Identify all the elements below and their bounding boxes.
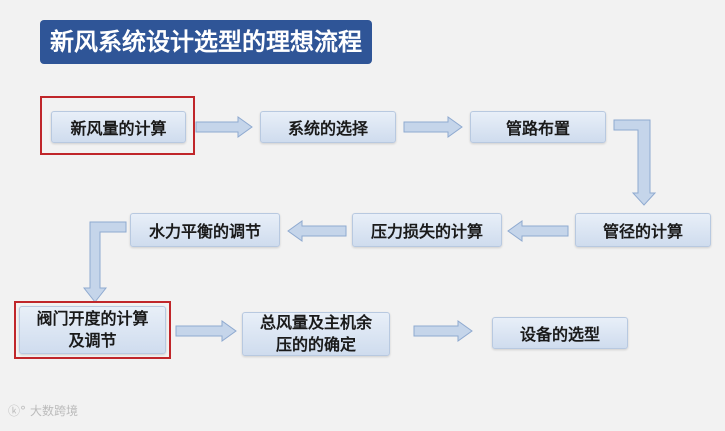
step-equipment-selection: 设备的选型 bbox=[492, 317, 628, 349]
step-label-line-1: 总风量及主机余 bbox=[259, 313, 372, 332]
step-system-selection: 系统的选择 bbox=[260, 111, 396, 143]
arrow-right-2 bbox=[403, 116, 463, 138]
arrow-left-2 bbox=[287, 220, 347, 242]
step-hydraulic-balance: 水力平衡的调节 bbox=[130, 213, 280, 247]
arrow-right-1 bbox=[195, 116, 253, 138]
arrow-elbow-down bbox=[613, 119, 657, 206]
step-label: 系统的选择 bbox=[287, 119, 368, 138]
arrow-right-3 bbox=[175, 320, 237, 342]
step-pipe-layout: 管路布置 bbox=[470, 111, 606, 143]
highlight-frame-step-7 bbox=[14, 301, 171, 359]
step-label: 设备的选型 bbox=[519, 325, 600, 344]
step-pipe-diameter-calc: 管径的计算 bbox=[575, 213, 711, 247]
arrow-right-4 bbox=[413, 320, 473, 342]
step-pressure-loss-calc: 压力损失的计算 bbox=[352, 213, 502, 247]
step-label: 压力损失的计算 bbox=[370, 222, 483, 241]
page-title: 新风系统设计选型的理想流程 bbox=[40, 20, 372, 64]
step-label: 管径的计算 bbox=[602, 222, 683, 241]
arrow-left-1 bbox=[507, 220, 569, 242]
arrow-elbow-down-2 bbox=[82, 221, 127, 303]
highlight-frame-step-1 bbox=[40, 96, 195, 155]
watermark-text: 大数跨境 bbox=[30, 404, 79, 418]
step-label-line-2: 及调节 bbox=[68, 331, 117, 350]
step-label-line-2: 压的的确定 bbox=[275, 335, 356, 354]
step-label: 水力平衡的调节 bbox=[148, 222, 261, 241]
step-label: 新风量的计算 bbox=[70, 119, 167, 138]
watermark: ⓚ° 大数跨境 bbox=[8, 402, 78, 419]
step-total-air-volume: 总风量及主机余 压的的确定 bbox=[242, 312, 390, 356]
step-label: 管路布置 bbox=[505, 119, 570, 138]
step-valve-opening-calc: 阀门开度的计算 及调节 bbox=[19, 306, 166, 354]
step-label-line-1: 阀门开度的计算 bbox=[36, 309, 149, 328]
step-new-air-volume-calc: 新风量的计算 bbox=[51, 111, 186, 143]
brand-logo-icon: ⓚ° bbox=[8, 404, 27, 418]
